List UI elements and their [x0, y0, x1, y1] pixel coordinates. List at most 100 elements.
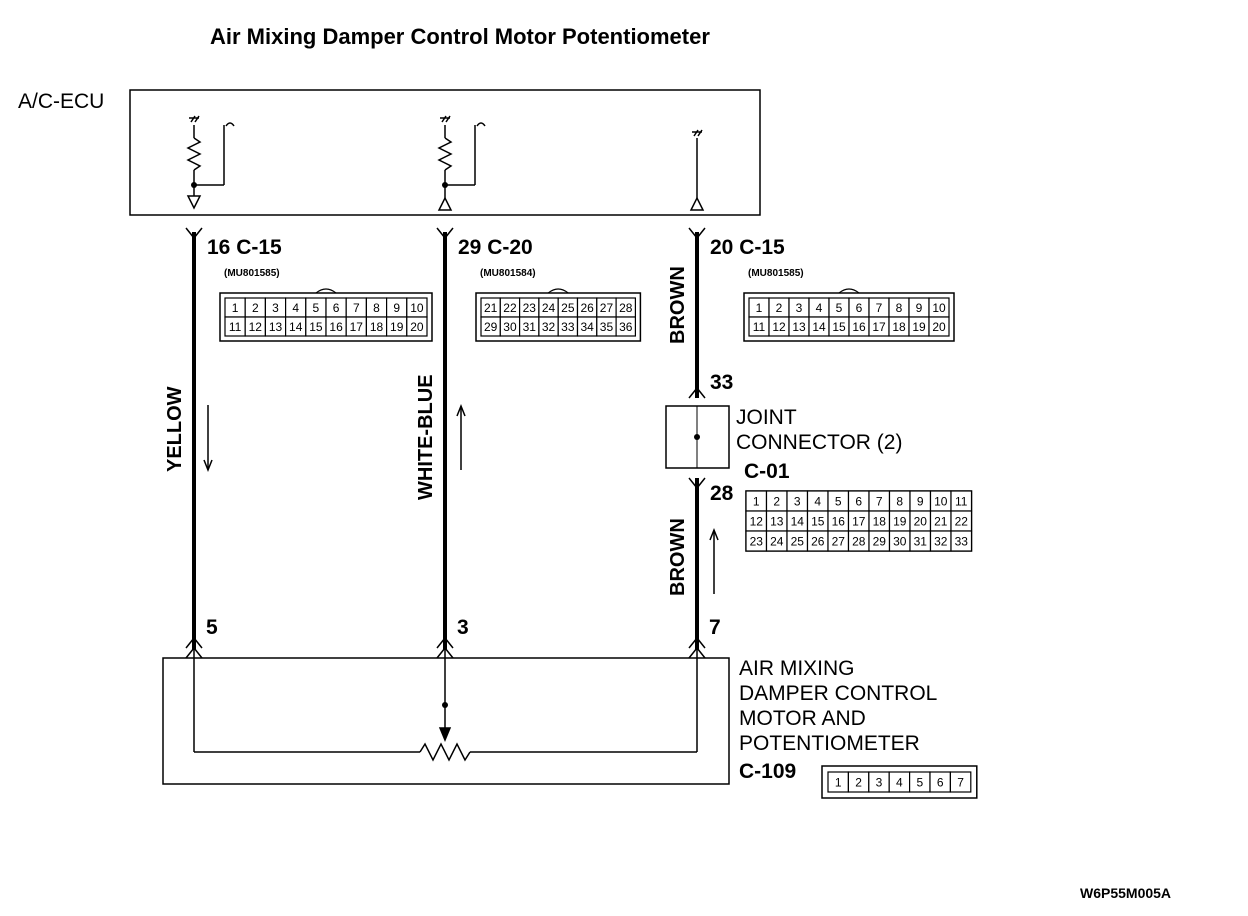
- connector-pin-number: 28: [852, 535, 866, 549]
- connector-pin-number: 3: [796, 301, 803, 315]
- connector-pin-number: 31: [523, 320, 537, 334]
- connector-pin-number: 36: [619, 320, 633, 334]
- connector-pin-number: 22: [955, 515, 969, 529]
- connector-pin-number: 8: [373, 301, 380, 315]
- connector-pin-number: 8: [896, 301, 903, 315]
- connector-pin-number: 29: [873, 535, 887, 549]
- joint-label-1: JOINT: [736, 406, 797, 429]
- connector-pin-number: 1: [756, 301, 763, 315]
- connector-pin-number: 15: [832, 320, 846, 334]
- connector-latch: [547, 288, 569, 294]
- connector-pin-number: 23: [750, 535, 764, 549]
- connector-pin-number: 6: [333, 301, 340, 315]
- arrow-down-icon: [203, 405, 213, 473]
- connector-pin-number: 14: [812, 320, 826, 334]
- connector-pin-number: 25: [791, 535, 805, 549]
- connector-pin-number: 24: [542, 301, 556, 315]
- part-no-c15-left: (MU801585): [224, 268, 280, 279]
- connector-pin-number: 23: [523, 301, 537, 315]
- connector-pin-number: 20: [932, 320, 946, 334]
- connector-pin-number: 7: [876, 301, 883, 315]
- connector-pin-number: 11: [229, 320, 242, 334]
- connector-pin-number: 7: [876, 495, 883, 509]
- arrow-up-icon: [709, 527, 719, 594]
- motor-code: C-109: [739, 760, 796, 783]
- connector-pin-number: 2: [776, 301, 783, 315]
- ecu-label: A/C-ECU: [18, 90, 104, 113]
- connector-pin-number: 17: [872, 320, 886, 334]
- connector-pin-number: 5: [916, 776, 923, 790]
- pin-white-blue-bottom: 3: [457, 616, 469, 639]
- pin-brown-top: 20 C-15: [710, 236, 785, 259]
- connector-latch: [838, 288, 860, 294]
- ecu-node-middle: [442, 182, 448, 188]
- connector-pin-number: 10: [934, 495, 948, 509]
- connector-pin-number: 26: [580, 301, 594, 315]
- motor-label-4: POTENTIOMETER: [739, 732, 920, 755]
- connector-pin-number: 1: [753, 495, 760, 509]
- connector-pin-number: 21: [484, 301, 498, 315]
- connector-pin-number: 13: [792, 320, 806, 334]
- connector-cell: [406, 316, 428, 337]
- diagram-title: Air Mixing Damper Control Motor Potentio…: [210, 24, 710, 49]
- connector-outline: [475, 292, 642, 342]
- connector-pin-number: 27: [600, 301, 614, 315]
- connector-pin-number: 2: [252, 301, 259, 315]
- connector-pin-number: 18: [370, 320, 384, 334]
- connector-cell: [928, 316, 950, 337]
- connector-pin-number: 3: [876, 776, 883, 790]
- connector-pin-number: 22: [503, 301, 517, 315]
- connector-pin-number: 4: [292, 301, 299, 315]
- connector-pin-number: 18: [873, 515, 887, 529]
- connector-pin-number: 1: [835, 776, 842, 790]
- connector-pin-number: 9: [916, 301, 923, 315]
- joint-pin-out: 28: [710, 482, 734, 505]
- connector-pin-number: 1: [232, 301, 239, 315]
- pin-brown-bottom: 7: [709, 616, 721, 639]
- motor-label-2: DAMPER CONTROL: [739, 682, 937, 705]
- connector-pin-number: 27: [832, 535, 846, 549]
- ecu-box: [129, 89, 761, 216]
- connector-pin-number: 3: [272, 301, 279, 315]
- connector-pin-number: 28: [619, 301, 633, 315]
- connector-pin-number: 13: [770, 515, 784, 529]
- connector-pin-number: 10: [932, 301, 946, 315]
- motor-label-1: AIR MIXING: [739, 657, 855, 680]
- connector-pin-number: 3: [794, 495, 801, 509]
- wire-color-brown-upper: BROWN: [667, 266, 689, 344]
- connector-pin-number: 14: [289, 320, 303, 334]
- connector-pin-number: 30: [503, 320, 517, 334]
- connector-pin-number: 12: [249, 320, 263, 334]
- pin-yellow-bottom: 5: [206, 616, 218, 639]
- connector-pin-number: 31: [914, 535, 928, 549]
- connector-cell: [950, 530, 973, 552]
- connector-pin-number: 16: [329, 320, 343, 334]
- wire-color-yellow: YELLOW: [164, 386, 186, 472]
- connector-pin-number: 10: [410, 301, 424, 315]
- connector-pin-number: 29: [484, 320, 498, 334]
- connector-pin-number: 5: [835, 495, 842, 509]
- connector-outline: [743, 292, 955, 342]
- part-no-c20: (MU801584): [480, 268, 536, 279]
- wire-brown: [688, 227, 706, 650]
- connector-pin-number: 25: [561, 301, 575, 315]
- pin-yellow-top: 16 C-15: [207, 236, 282, 259]
- ecu-circuit-left: [186, 115, 235, 210]
- wire-color-brown-lower: BROWN: [667, 518, 689, 596]
- joint-pin-in: 33: [710, 371, 733, 394]
- pin-white-blue-top: 29 C-20: [458, 236, 533, 259]
- connector-pin-number: 16: [852, 320, 866, 334]
- connector-pin-number: 4: [896, 776, 903, 790]
- joint-label-2: CONNECTOR (2): [736, 431, 902, 454]
- connector-pin-number: 6: [855, 495, 862, 509]
- connector-pin-number: 2: [855, 776, 862, 790]
- ecu-node-left: [191, 182, 197, 188]
- arrow-up-icon: [456, 403, 466, 470]
- ecu-circuit-right: [689, 129, 705, 211]
- connector-pin-number: 19: [893, 515, 907, 529]
